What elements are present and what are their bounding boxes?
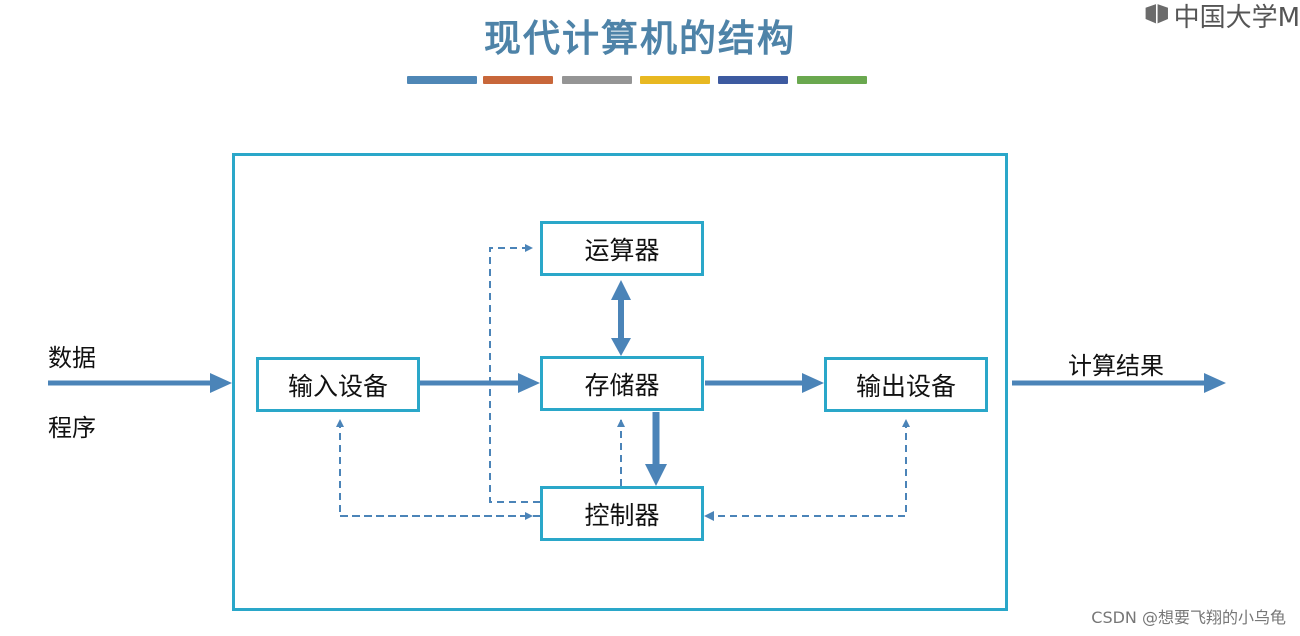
arrow-external-input-head (210, 373, 232, 393)
arrow-memory-alu-head-down (611, 338, 631, 356)
label-data: 数据 (48, 344, 96, 372)
logo-text: 中国大学M (1173, 2, 1300, 33)
title-stripe-2 (483, 76, 553, 84)
watermark: CSDN @想要飞翔的小乌龟 (1091, 608, 1286, 627)
logo: 中国大学M (1144, 0, 1300, 32)
dashed-output-to-controller-head (704, 511, 714, 521)
page-title: 现代计算机的结构 (484, 17, 796, 60)
node-memory: 存储器 (540, 356, 704, 411)
label-result: 计算结果 (1068, 352, 1164, 380)
dashed-controller-to-output (706, 419, 910, 517)
arrow-output-result-head (1204, 373, 1226, 393)
arrow-memory-alu-head-up (611, 280, 631, 300)
title-stripe-3 (562, 76, 632, 84)
dashed-controller-to-alu (489, 244, 540, 503)
computer-boundary-box (232, 153, 1008, 611)
arrow-memory-to-output-head (802, 373, 824, 393)
node-output-device: 输出设备 (824, 357, 988, 412)
title-stripe-6 (797, 76, 867, 84)
node-input-device: 输入设备 (256, 357, 420, 412)
arrow-input-to-memory-head (518, 373, 540, 393)
title-stripe-5 (718, 76, 788, 84)
node-controller: 控制器 (540, 486, 704, 541)
node-alu: 运算器 (540, 221, 704, 276)
mooc-logo-icon (1145, 3, 1168, 24)
title-stripe-4 (640, 76, 710, 84)
label-program: 程序 (48, 414, 96, 442)
arrow-memory-to-controller-head (645, 464, 667, 486)
title-stripe-1 (407, 76, 477, 84)
